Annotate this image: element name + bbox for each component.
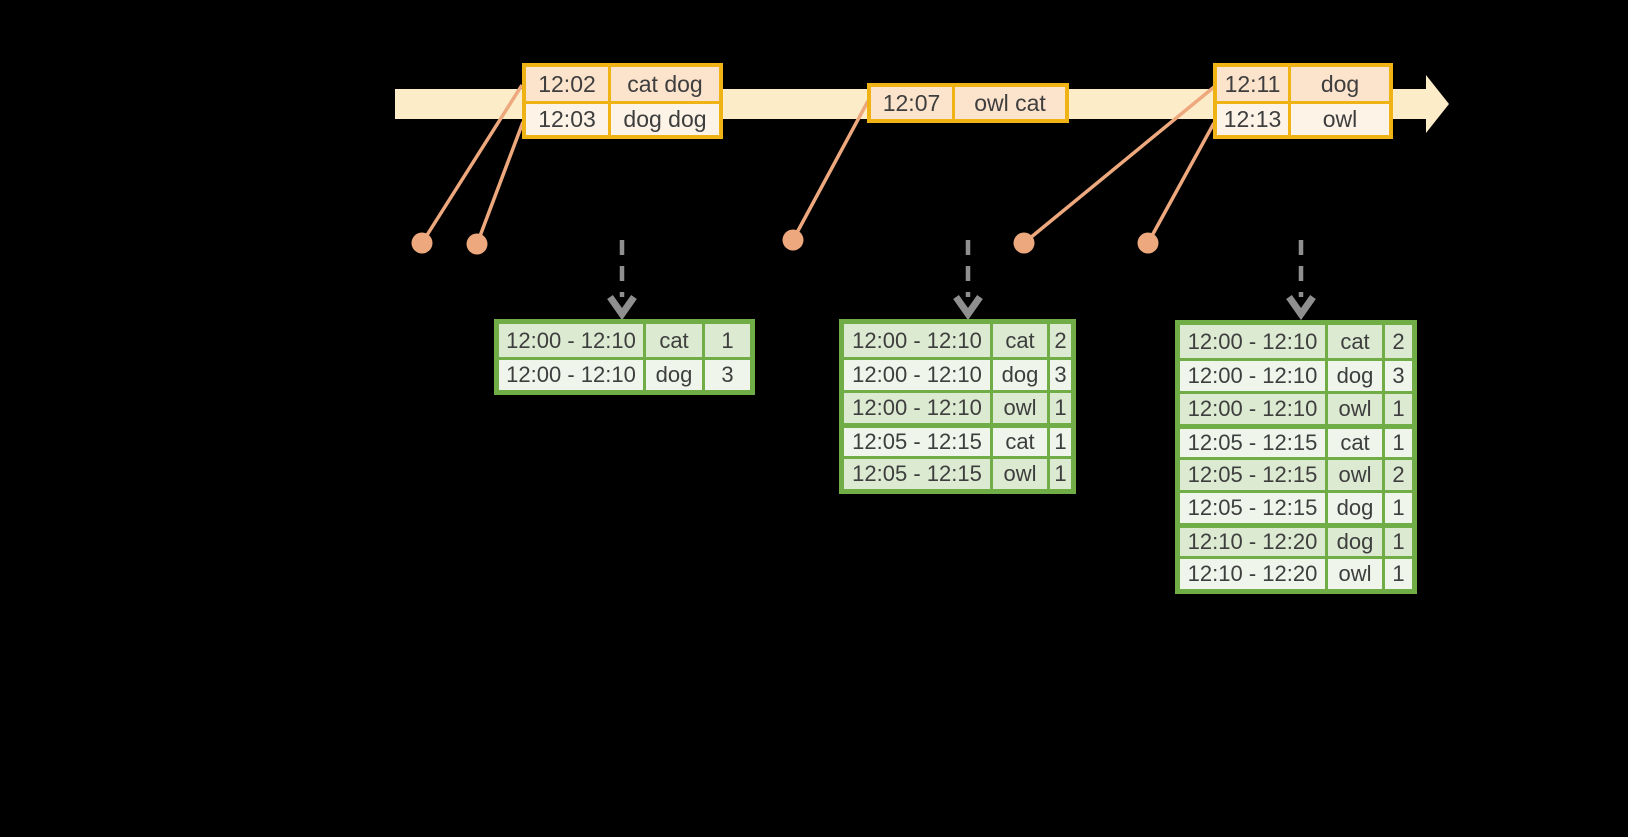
result-row: 12:00 - 12:10 cat 2 bbox=[844, 324, 1071, 357]
word-cell: dog bbox=[1325, 528, 1382, 556]
event-time-cell: 12:07 bbox=[882, 89, 941, 116]
window-cell: 12:05 - 12:15 bbox=[1187, 462, 1318, 487]
count-cell: 1 bbox=[1382, 429, 1412, 457]
result-table-2: 12:00 - 12:10 cat 2 12:00 - 12:10 dog 3 … bbox=[839, 319, 1076, 494]
word-cell: dog bbox=[1325, 493, 1382, 523]
result-row: 12:05 - 12:15 cat 1 bbox=[1180, 424, 1412, 457]
window-cell: 12:00 - 12:10 bbox=[1187, 363, 1318, 388]
connector-line bbox=[420, 84, 524, 244]
result-row: 12:00 - 12:10 dog 3 bbox=[844, 357, 1071, 390]
event-time-cell: 12:13 bbox=[1223, 106, 1282, 132]
count-cell: 1 bbox=[1382, 493, 1412, 523]
result-row: 12:00 - 12:10 dog 3 bbox=[499, 357, 750, 390]
count-cell: 1 bbox=[1382, 528, 1412, 556]
result-row: 12:00 - 12:10 owl 1 bbox=[1180, 391, 1412, 424]
word-cell: owl bbox=[1325, 394, 1382, 424]
result-row: 12:00 - 12:10 owl 1 bbox=[844, 390, 1071, 423]
event-words-cell: dog bbox=[1288, 67, 1389, 101]
connector-line bbox=[475, 121, 525, 245]
window-cell: 12:05 - 12:15 bbox=[1187, 495, 1318, 520]
word-cell: dog bbox=[990, 360, 1047, 390]
window-cell: 12:10 - 12:20 bbox=[1187, 529, 1318, 554]
window-cell: 12:00 - 12:10 bbox=[852, 327, 982, 353]
count-cell: 2 bbox=[1382, 325, 1412, 358]
record-dot-icon bbox=[411, 232, 433, 254]
result-row: 12:05 - 12:15 cat 1 bbox=[844, 423, 1071, 456]
window-cell: 12:00 - 12:10 bbox=[1187, 396, 1318, 421]
connector-line bbox=[1022, 85, 1216, 245]
result-row: 12:05 - 12:15 owl 1 bbox=[844, 456, 1071, 489]
window-cell: 12:10 - 12:20 bbox=[1187, 561, 1318, 586]
event-time-cell: 12:02 bbox=[538, 70, 596, 97]
event-row: 12:02 cat dog bbox=[526, 67, 719, 101]
down-arrowhead-icon bbox=[953, 294, 983, 321]
count-cell: 3 bbox=[702, 360, 750, 390]
word-cell: dog bbox=[1325, 361, 1382, 391]
result-row: 12:00 - 12:10 cat 2 bbox=[1180, 325, 1412, 358]
event-table-2: 12:07 owl cat bbox=[867, 83, 1069, 123]
record-dot-icon bbox=[782, 229, 804, 251]
word-cell: owl bbox=[990, 393, 1047, 423]
count-cell: 2 bbox=[1047, 324, 1071, 357]
window-cell: 12:00 - 12:10 bbox=[1187, 328, 1318, 354]
count-cell: 2 bbox=[1382, 460, 1412, 490]
result-table-1: 12:00 - 12:10 cat 1 12:00 - 12:10 dog 3 bbox=[494, 319, 755, 395]
event-words-cell: dog dog bbox=[608, 104, 719, 135]
count-cell: 3 bbox=[1047, 360, 1071, 390]
count-cell: 1 bbox=[702, 324, 750, 357]
result-table-3: 12:00 - 12:10 cat 2 12:00 - 12:10 dog 3 … bbox=[1175, 320, 1417, 594]
count-cell: 1 bbox=[1382, 394, 1412, 424]
result-row: 12:10 - 12:20 owl 1 bbox=[1180, 556, 1412, 589]
count-cell: 1 bbox=[1382, 559, 1412, 589]
event-words-cell: owl bbox=[1288, 104, 1389, 135]
timeline-arrowhead-icon bbox=[1426, 75, 1449, 133]
result-row: 12:10 - 12:20 dog 1 bbox=[1180, 523, 1412, 556]
window-cell: 12:00 - 12:10 bbox=[852, 362, 982, 387]
down-arrowhead-icon bbox=[1286, 294, 1316, 321]
record-dot-icon bbox=[1013, 232, 1035, 254]
event-time-cell: 12:03 bbox=[538, 106, 596, 132]
event-words-cell: cat dog bbox=[608, 67, 719, 101]
event-row: 12:13 owl bbox=[1217, 101, 1389, 135]
connector-line bbox=[1146, 122, 1216, 244]
event-time-cell: 12:11 bbox=[1224, 70, 1281, 97]
count-cell: 1 bbox=[1047, 428, 1071, 456]
window-cell: 12:05 - 12:15 bbox=[852, 429, 982, 454]
window-cell: 12:05 - 12:15 bbox=[1187, 430, 1318, 455]
window-cell: 12:00 - 12:10 bbox=[506, 327, 636, 353]
result-row: 12:00 - 12:10 dog 3 bbox=[1180, 358, 1412, 391]
result-row: 12:05 - 12:15 dog 1 bbox=[1180, 490, 1412, 523]
count-cell: 3 bbox=[1382, 361, 1412, 391]
count-cell: 1 bbox=[1047, 459, 1071, 489]
event-row: 12:03 dog dog bbox=[526, 101, 719, 135]
event-table-1: 12:02 cat dog 12:03 dog dog bbox=[522, 63, 723, 139]
word-cell: owl bbox=[1325, 460, 1382, 490]
word-cell: cat bbox=[990, 324, 1047, 357]
record-dot-icon bbox=[1137, 232, 1159, 254]
word-cell: cat bbox=[990, 428, 1047, 456]
down-arrowhead-icon bbox=[607, 294, 637, 321]
word-cell: cat bbox=[643, 324, 702, 357]
word-cell: owl bbox=[1325, 559, 1382, 589]
word-cell: owl bbox=[990, 459, 1047, 489]
event-words-cell: owl cat bbox=[952, 87, 1065, 119]
count-cell: 1 bbox=[1047, 393, 1071, 423]
connector-line bbox=[791, 100, 870, 241]
word-cell: cat bbox=[1325, 429, 1382, 457]
record-dot-icon bbox=[466, 233, 488, 255]
event-row: 12:07 owl cat bbox=[871, 87, 1065, 119]
word-cell: dog bbox=[643, 360, 702, 390]
event-table-3: 12:11 dog 12:13 owl bbox=[1213, 63, 1393, 139]
window-cell: 12:00 - 12:10 bbox=[852, 395, 982, 420]
window-cell: 12:00 - 12:10 bbox=[506, 362, 636, 387]
word-cell: cat bbox=[1325, 325, 1382, 358]
result-row: 12:05 - 12:15 owl 2 bbox=[1180, 457, 1412, 490]
window-cell: 12:05 - 12:15 bbox=[852, 461, 982, 486]
event-row: 12:11 dog bbox=[1217, 67, 1389, 101]
result-row: 12:00 - 12:10 cat 1 bbox=[499, 324, 750, 357]
